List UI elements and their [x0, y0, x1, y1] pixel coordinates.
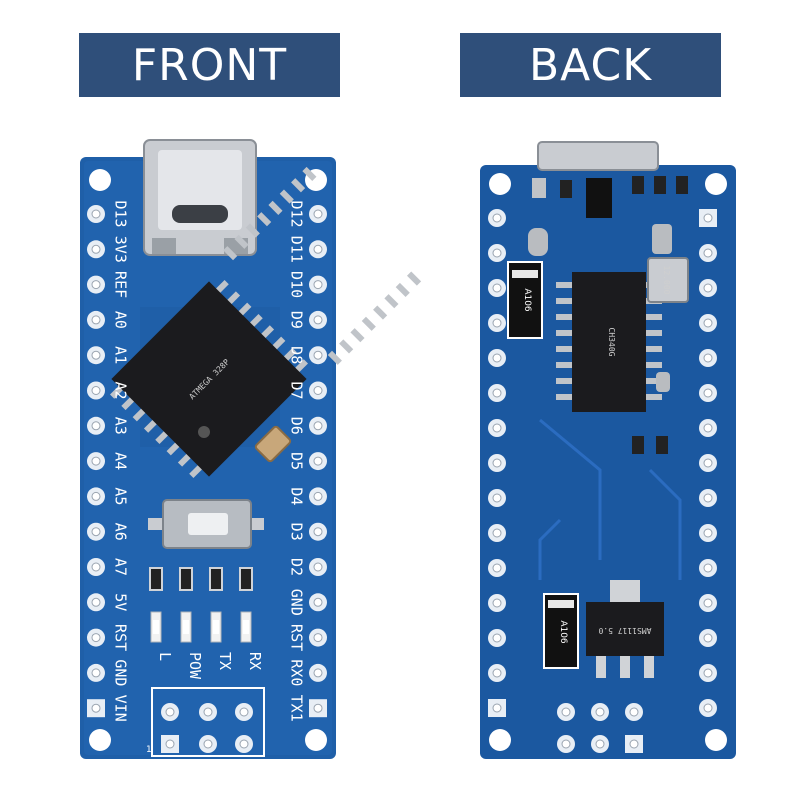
front-left-pin-label: A3: [112, 417, 130, 435]
crystal: 12.000: [647, 257, 689, 303]
front-right-pin-label: D8: [288, 346, 306, 364]
icsp-pin1-label: 1: [146, 745, 152, 755]
front-left-pin-label: D13: [112, 200, 130, 227]
front-left-pin-label: VIN: [112, 695, 130, 722]
back-board: A106 CH340G 12.000 AMS1117 5.0: [480, 141, 736, 759]
front-left-pin-label: A5: [112, 487, 130, 505]
front-left-pin-label: A6: [112, 523, 130, 541]
front-right-pin-label: D3: [288, 523, 306, 541]
front-right-pin-label: D11: [288, 236, 306, 263]
front-right-pin-label: D5: [288, 452, 306, 470]
front-right-pin-label: D6: [288, 417, 306, 435]
usb-c-connector: [143, 139, 257, 256]
led-label: RX: [246, 652, 264, 670]
front-right-pin-label: TX1: [288, 695, 306, 722]
diode-bottom: A106: [543, 593, 579, 669]
diode-top: A106: [507, 261, 543, 339]
regulator-text: AMS1117 5.0: [598, 626, 651, 635]
led-label: TX: [216, 652, 234, 670]
front-right-pin-label: D2: [288, 558, 306, 576]
front-left-pin-label: A4: [112, 452, 130, 470]
microcontroller-chip: ATMEGA 328P: [110, 166, 422, 478]
reset-button[interactable]: [148, 499, 264, 549]
usb-chip-text: CH340G: [607, 328, 616, 357]
diode-bottom-label: A106: [558, 620, 568, 644]
led-label: L: [156, 652, 174, 661]
crystal-text: 12.000: [662, 266, 671, 295]
back-banner: BACK: [460, 33, 721, 97]
back-right-pin-header: [699, 209, 717, 717]
front-left-pin-label: A7: [112, 558, 130, 576]
front-left-pin-label: A1: [112, 346, 130, 364]
front-left-pin-label: A2: [112, 381, 130, 399]
led-label: POW: [186, 652, 204, 680]
back-left-pin-header: [488, 209, 506, 717]
front-right-pin-label: D9: [288, 311, 306, 329]
front-left-pin-label: RST: [112, 624, 130, 651]
front-left-pin-label: REF: [112, 271, 130, 298]
front-left-pin-label: 5V: [112, 593, 130, 611]
front-left-pin-label: A0: [112, 311, 130, 329]
icsp-header: 1: [146, 687, 265, 757]
diode-top-label: A106: [522, 288, 532, 312]
front-right-pin-label: D7: [288, 381, 306, 399]
front-left-pin-label: 3V3: [112, 236, 130, 263]
front-right-pin-label: D10: [288, 271, 306, 298]
front-right-pin-label: GND: [288, 589, 306, 616]
front-right-pin-label: D12: [288, 200, 306, 227]
front-right-pin-label: RX0: [288, 659, 306, 686]
status-leds: L POW TX RX: [149, 567, 264, 680]
front-right-pin-label: D4: [288, 487, 306, 505]
front-banner: FRONT: [79, 33, 340, 97]
front-left-pin-label: GND: [112, 659, 130, 686]
front-right-pin-label: RST: [288, 624, 306, 651]
voltage-regulator: AMS1117 5.0: [586, 580, 664, 678]
